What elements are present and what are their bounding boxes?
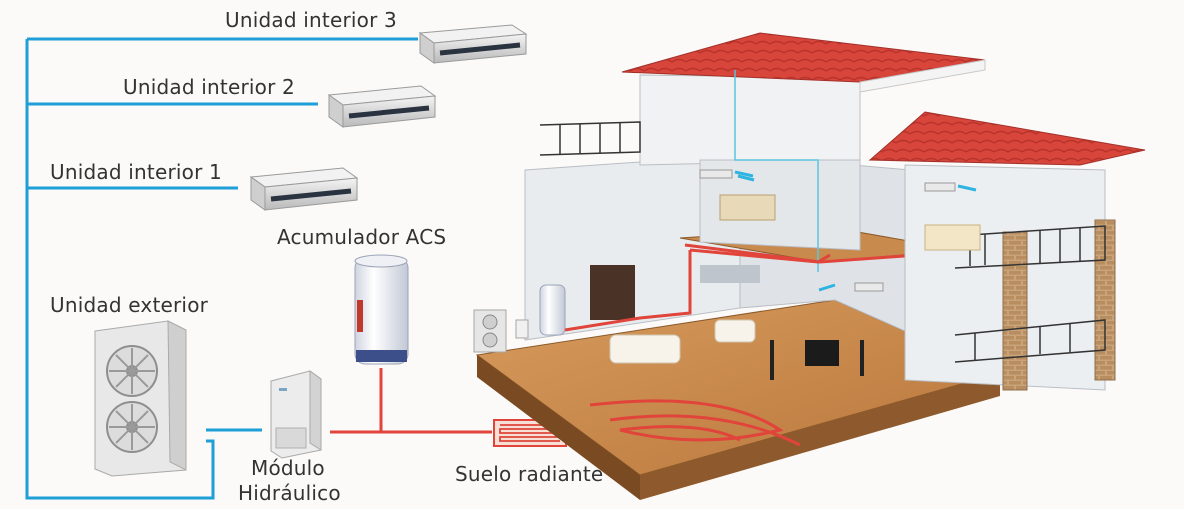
label-hydraulic-module-line1: Módulo: [251, 456, 325, 480]
indoor-unit-1-image: [249, 167, 359, 211]
label-indoor-unit-1: Unidad interior 1: [50, 160, 222, 184]
label-floor-heating: Suelo radiante: [455, 462, 604, 486]
acs-tank-image: [354, 254, 409, 365]
label-acs-tank: Acumulador ACS: [277, 225, 447, 249]
house-cutaway-image: [473, 32, 1146, 500]
outdoor-unit-image: [94, 320, 187, 477]
refrigerant-lines: [25, 37, 418, 500]
indoor-unit-3-image: [418, 24, 528, 64]
label-indoor-unit-3: Unidad interior 3: [225, 8, 397, 32]
indoor-unit-2-image: [327, 85, 437, 128]
label-hydraulic-module-line2: Hidráulico: [238, 481, 341, 505]
hydraulic-module-image: [270, 370, 322, 459]
refrigerant-line-main: [25, 39, 215, 500]
label-indoor-unit-2: Unidad interior 2: [123, 75, 295, 99]
label-outdoor-unit: Unidad exterior: [50, 293, 209, 317]
